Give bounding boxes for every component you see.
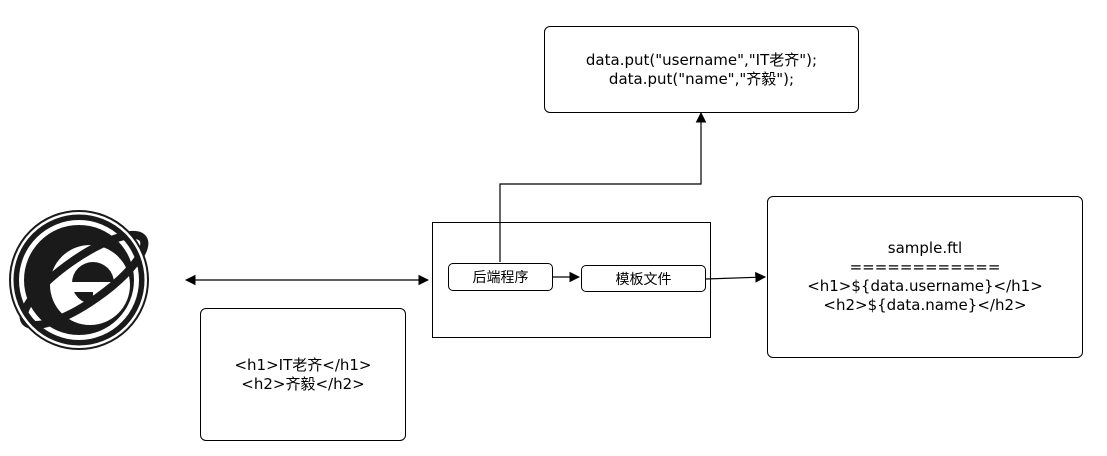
data-put-line: data.put("name","齐毅"); [608,69,795,88]
template-ftl-line: <h2>${data.name}</h2> [823,296,1027,314]
rendered-html-box[interactable]: <h1>IT老齐</h1> <h2>齐毅</h2> [200,308,406,441]
template-ftl-line: <h1>${data.username}</h1> [807,277,1043,295]
data-put-text: data.put("username","IT老齐"); data.put("n… [586,51,817,89]
data-put-box[interactable]: data.put("username","IT老齐"); data.put("n… [544,26,859,113]
template-file-node[interactable]: 模板文件 [581,265,706,292]
internet-explorer-icon[interactable] [9,210,156,350]
rendered-html-line: <h2>齐毅</h2> [241,374,365,393]
rendered-html-line: <h1>IT老齐</h1> [234,355,372,374]
data-put-line: data.put("username","IT老齐"); [585,50,818,69]
backend-program-node[interactable]: 后端程序 [448,263,553,291]
template-ftl-text: sample.ftl ============ <h1>${data.usern… [807,239,1043,315]
template-file-label: 模板文件 [615,271,672,288]
backend-program-label: 后端程序 [472,270,529,286]
template-ftl-line: sample.ftl [887,239,963,257]
rendered-html-text: <h1>IT老齐</h1> <h2>齐毅</h2> [234,356,371,394]
template-ftl-box[interactable]: sample.ftl ============ <h1>${data.usern… [767,196,1083,358]
server-container [432,222,711,338]
backend-to-data-arrow [499,111,707,262]
template-to-ftl-arrow [705,271,767,283]
template-ftl-line: ============ [849,258,1001,276]
